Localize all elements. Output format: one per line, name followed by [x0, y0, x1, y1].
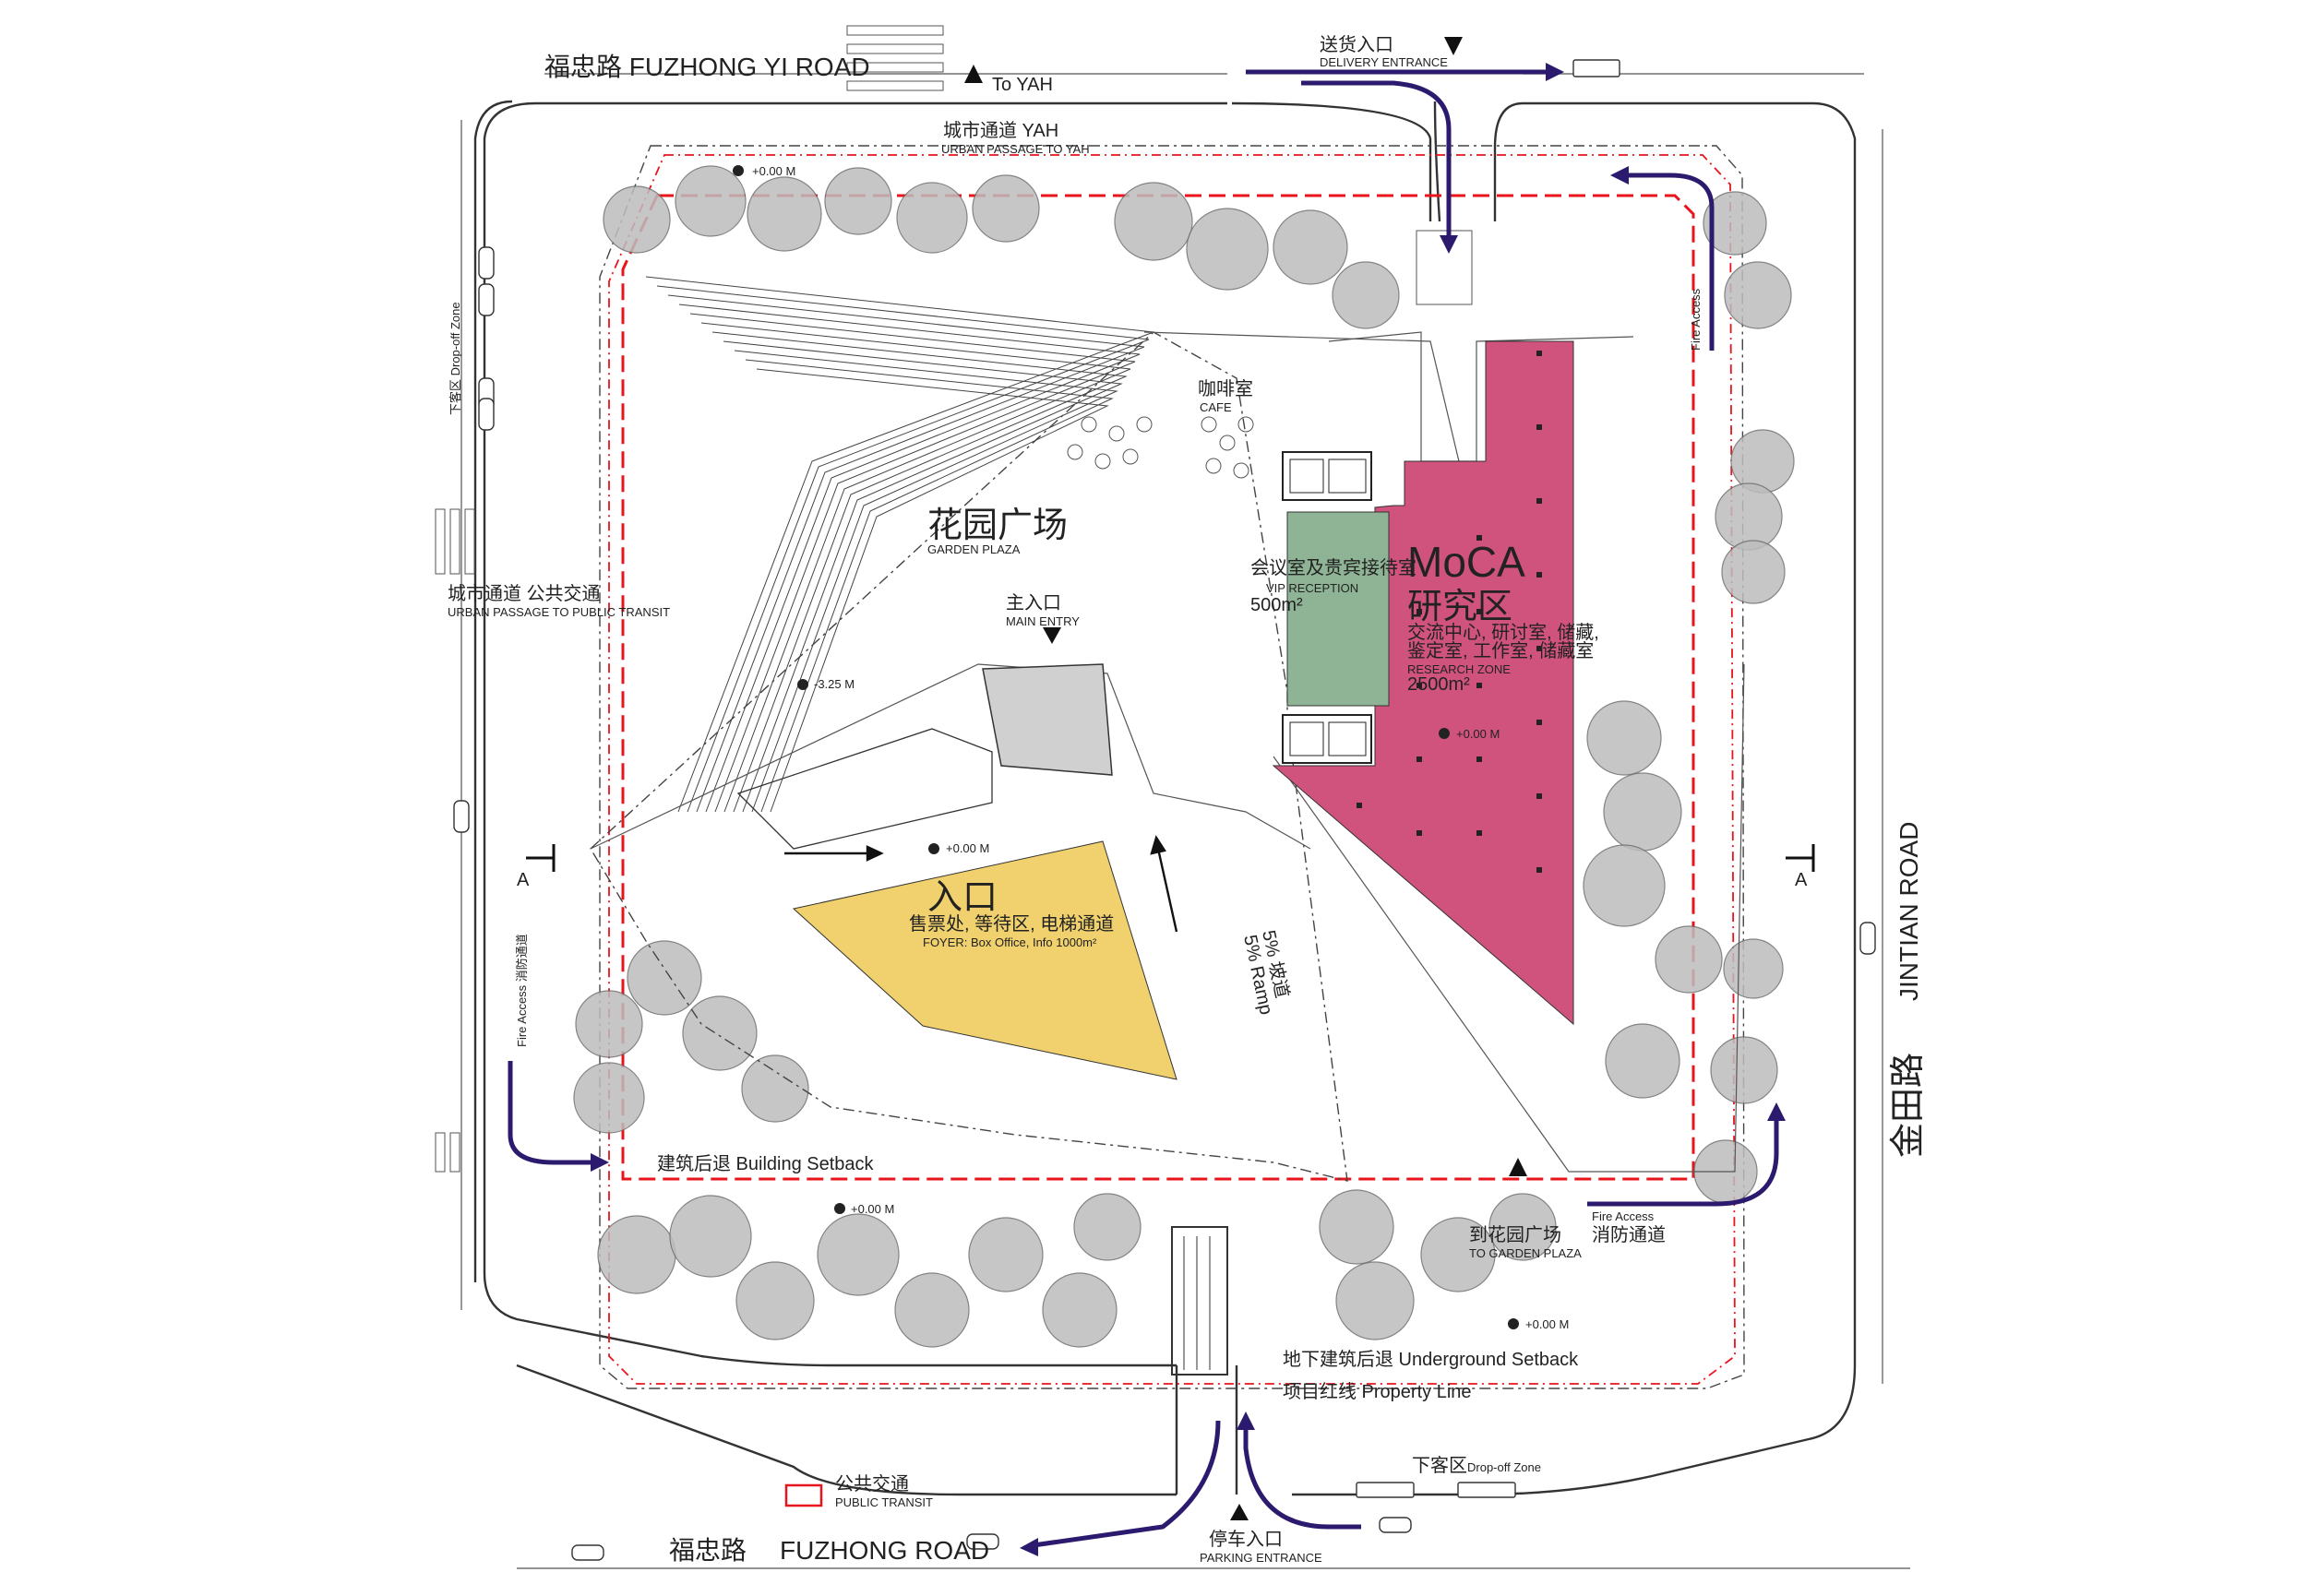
street-curbs [460, 73, 1910, 1569]
vip-reception-area: 500m² [1250, 595, 1303, 615]
fire-access-west: Fire Access 消防通道 [515, 934, 529, 1047]
delivery-entrance-en: DELIVERY ENTRANCE [1320, 55, 1448, 69]
level-moca: +0.00 M [1456, 727, 1500, 741]
foyer-en: FOYER: Box Office, Info 1000m² [923, 935, 1097, 949]
parking-entrance-cn: 停车入口 [1209, 1529, 1283, 1550]
foyer-desc-cn: 售票处, 等待区, 电梯通道 [909, 913, 1114, 935]
road-label-east-cn: 金田路 [1889, 1053, 1928, 1158]
vip-reception-en: VIP RECEPTION [1266, 581, 1358, 595]
garden-plaza-en: GARDEN PLAZA [927, 542, 1021, 556]
section-a-west: A [517, 870, 530, 890]
main-entry-en: MAIN ENTRY [1006, 614, 1080, 628]
building-outline [590, 230, 1745, 1182]
to-garden-plaza-en: TO GARDEN PLAZA [1469, 1246, 1582, 1260]
circulation-arrows [784, 835, 1178, 933]
to-yah-label: To YAH [992, 75, 1053, 95]
main-entry-cn: 主入口 [1006, 592, 1061, 613]
legend-label-en: PUBLIC TRANSIT [835, 1495, 933, 1509]
cafe-furniture [1067, 416, 1254, 479]
moca-research-area: 2500m² [1407, 674, 1470, 695]
parking-entrance-en: PARKING ENTRANCE [1200, 1551, 1322, 1565]
road-label-north: 福忠路 FUZHONG YI ROAD [544, 53, 870, 81]
section-markers [526, 844, 1815, 872]
level-south: +0.00 M [851, 1202, 894, 1216]
fire-access-east-cn: 消防通道 [1592, 1224, 1666, 1245]
zebra-crossings [435, 25, 944, 1173]
fire-access-east-top: Fire Access [1689, 288, 1703, 351]
level-southeast: +0.00 M [1525, 1317, 1569, 1331]
section-a-east: A [1795, 870, 1808, 890]
urban-passage-yah-cn: 城市通道 YAH [943, 120, 1058, 141]
vehicle-ramp [1171, 1226, 1228, 1376]
cafe-cn: 咖啡室 [1198, 378, 1253, 399]
dropoff-south-cn: 下客区 [1412, 1455, 1467, 1476]
vip-reception-cn: 会议室及贵宾接待室 [1250, 557, 1416, 578]
fire-access-east-en: Fire Access [1592, 1209, 1655, 1223]
moca-title: MoCA [1407, 538, 1525, 586]
moca-research-cn: 研究区 [1407, 588, 1512, 626]
garden-plaza-cn: 花园广场 [927, 506, 1068, 545]
legend: 公共交通 PUBLIC TRANSIT [784, 1473, 933, 1509]
property-line-label: 项目红线 Property Line [1283, 1381, 1472, 1402]
sunken-garden-terraces [645, 276, 1154, 813]
road-label-south-cn: 福忠路 [669, 1536, 747, 1565]
legend-label-cn: 公共交通 [835, 1473, 909, 1495]
building-setback-label: 建筑后退 Building Setback [657, 1153, 875, 1174]
access-arrows [508, 63, 1786, 1556]
entry-triangles [964, 37, 1527, 1520]
urban-passage-transit-cn: 城市通道 公共交通 [448, 583, 601, 604]
dropoff-west: 下客区 Drop-off Zone [448, 302, 462, 415]
property-lines [599, 145, 1745, 1389]
to-garden-plaza-cn: 到花园广场 [1469, 1224, 1561, 1245]
dropoff-south-en: Drop-off Zone [1467, 1460, 1541, 1474]
moca-desc-line2: 鉴定室, 工作室, 储藏室 [1407, 640, 1594, 661]
urban-passage-yah-en: URBAN PASSAGE TO YAH [941, 142, 1090, 156]
cafe-en: CAFE [1200, 400, 1232, 414]
level-plaza: +0.00 M [946, 841, 989, 855]
parked-cars [453, 59, 1876, 1561]
moca-desc-line1: 交流中心, 研讨室, 储藏, [1407, 622, 1599, 643]
urban-passage-transit-en: URBAN PASSAGE TO PUBLIC TRANSIT [448, 605, 670, 619]
road-label-south-en: FUZHONG ROAD [780, 1536, 989, 1565]
moca-research-en: RESEARCH ZONE [1407, 662, 1511, 676]
structural-grid [1357, 351, 1542, 873]
level-top: +0.00 M [752, 164, 795, 178]
road-label-east-en: JINTIAN ROAD [1895, 822, 1923, 1001]
vip-reception-zone [1286, 511, 1390, 707]
foyer-cn: 入口 [927, 878, 998, 917]
level-sunken: -3.25 M [814, 677, 855, 691]
underground-setback-label: 地下建筑后退 Underground Setback [1283, 1349, 1579, 1370]
foyer-zone [792, 840, 1177, 1080]
level-markers [733, 165, 1519, 1329]
delivery-entrance-cn: 送货入口 [1320, 34, 1393, 55]
